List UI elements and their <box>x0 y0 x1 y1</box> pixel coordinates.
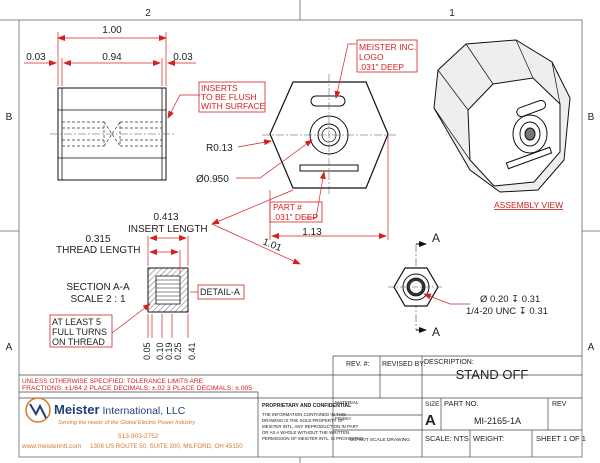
rev-num-label: REV. #: <box>346 361 370 368</box>
dim-vertical-010: 0.10 <box>155 342 165 360</box>
company-logo-icon <box>25 397 51 423</box>
zone-col-1: 1 <box>449 8 455 19</box>
logo-note-2: LOGO <box>359 52 384 62</box>
turns-note-2: FULL TURNS <box>52 327 107 337</box>
zone-col-2: 2 <box>145 8 151 19</box>
company-name: Meister International, LLC <box>54 402 186 417</box>
dim-left-offset: 0.03 <box>26 52 46 63</box>
insert-callout-2: 1/4-20 UNC ↧ 0.31 <box>466 306 548 317</box>
section-title-1: SECTION A-A <box>66 282 130 293</box>
logo-note-3: .031" DEEP <box>359 62 404 72</box>
tolerance-values: FRACTIONS: ±1/64 2 PLACE DECIMALS: ±.02 … <box>22 385 253 392</box>
inserts-note-3: WITH SURFACE <box>201 101 266 111</box>
company-phone: 513-903-2752 <box>118 433 159 440</box>
finish-label: FINISH <box>335 416 351 422</box>
dim-thread-length: 0.315 <box>85 234 110 245</box>
detail-a-label: DETAIL-A <box>200 287 240 297</box>
dim-right-offset: 0.03 <box>173 52 193 63</box>
sheet-value: SHEET 1 OF 1 <box>536 434 586 443</box>
assembly-view-label: ASSEMBLY VIEW <box>494 200 563 210</box>
dim-vertical-019: 0.19 <box>164 342 174 360</box>
dim-vertical-005: 0.05 <box>142 342 152 360</box>
proprietary-line-2: DRAWING IS THE SOLE PROPERTY OF <box>262 418 344 423</box>
insert-callout-1: Ø 0.20 ↧ 0.31 <box>480 294 540 305</box>
description-value: STAND OFF <box>456 367 529 382</box>
dim-body-length: 0.94 <box>102 52 122 63</box>
logo-note-box <box>356 39 418 73</box>
dim-vertical-041: 0.41 <box>187 342 197 360</box>
inserts-note-1: INSERTS <box>201 83 238 93</box>
title-block-lines <box>19 355 582 457</box>
dim-corner-radius: R0.13 <box>206 143 233 154</box>
detail-a-box <box>197 284 245 300</box>
company-address: 1308 US ROUTE 50, SUITE 300, MILFORD, OH… <box>90 443 243 450</box>
insert-length-label: INSERT LENGTH <box>128 224 208 235</box>
proprietary-line-1: THE INFORMATION CONTAINED IN THIS <box>262 412 346 417</box>
end-view-dimensions <box>211 43 389 265</box>
section-letter-top: A <box>432 231 440 245</box>
inserts-note-box <box>198 81 266 113</box>
part-note-1: PART # <box>273 202 302 212</box>
insert-view-dimensions <box>423 293 470 305</box>
inserts-note-2: TO BE FLUSH <box>201 92 257 102</box>
company-tagline: Serving the needs of the Global Electric… <box>58 420 196 426</box>
proprietary-line-5: PERMISSION OF MEISTER INTL. IS PROHIBITE… <box>262 436 364 441</box>
turns-note-box <box>49 314 113 348</box>
proprietary-line-3: MEISTER INTL. ANY REPRODUCTION IN PART <box>262 424 359 429</box>
company-website: www.meisterintl.com <box>21 443 81 450</box>
section-view-dimensions <box>111 235 198 338</box>
dim-vertical-025: 0.25 <box>173 342 183 360</box>
dim-across-flats: 1.13 <box>302 227 322 238</box>
part-no-label: PART NO. <box>444 399 479 408</box>
part-note-box <box>269 201 323 223</box>
rev-label: REV <box>552 401 567 408</box>
part-no-value: MI-2165-1A <box>474 416 521 426</box>
size-label: SIZE <box>425 401 440 408</box>
tolerance-heading: UNLESS OTHERWISE SPECIFIED: TOLERANCE LI… <box>22 378 205 385</box>
turns-note-3: ON THREAD <box>52 337 105 347</box>
logo-note-1: MEISTER INC. <box>359 42 416 52</box>
description-label: DESCRIPTION: <box>424 359 474 366</box>
thread-length-label: THREAD LENGTH <box>56 245 140 256</box>
side-view <box>50 87 174 181</box>
turns-note-1: AT LEAST 5 <box>52 317 101 327</box>
part-note-2: .031" DEEP <box>273 212 318 222</box>
zone-row-b-right: B <box>588 112 595 123</box>
do-not-scale: DO NOT SCALE DRAWING <box>350 437 410 443</box>
zone-row-b-left: B <box>6 112 13 123</box>
section-title-2: SCALE 2 : 1 <box>70 294 125 305</box>
insert-view <box>388 241 444 333</box>
dim-diameter: Ø0.950 <box>196 174 229 185</box>
proprietary-heading: PROPRIETARY AND CONFIDENTIAL <box>262 403 352 409</box>
end-view <box>262 74 396 196</box>
weight-label: WEIGHT: <box>473 434 504 443</box>
scale-value: SCALE: NTS <box>425 434 469 443</box>
size-value: A <box>425 412 436 429</box>
dim-insert-length: 0.413 <box>153 212 178 223</box>
section-view <box>147 267 189 313</box>
dim-overall-length: 1.00 <box>102 25 122 36</box>
revised-by-label: REVISED BY: <box>382 361 426 368</box>
proprietary-line-4: OR AS A WHOLE WITHOUT THE WRITTEN <box>262 430 349 435</box>
material-label: MATERIAL <box>335 400 359 406</box>
section-letter-bottom: A <box>432 325 440 339</box>
side-view-dimensions <box>24 32 200 119</box>
zone-row-a-left: A <box>6 342 13 353</box>
assembly-view <box>433 39 571 193</box>
zone-row-a-right: A <box>588 342 595 353</box>
